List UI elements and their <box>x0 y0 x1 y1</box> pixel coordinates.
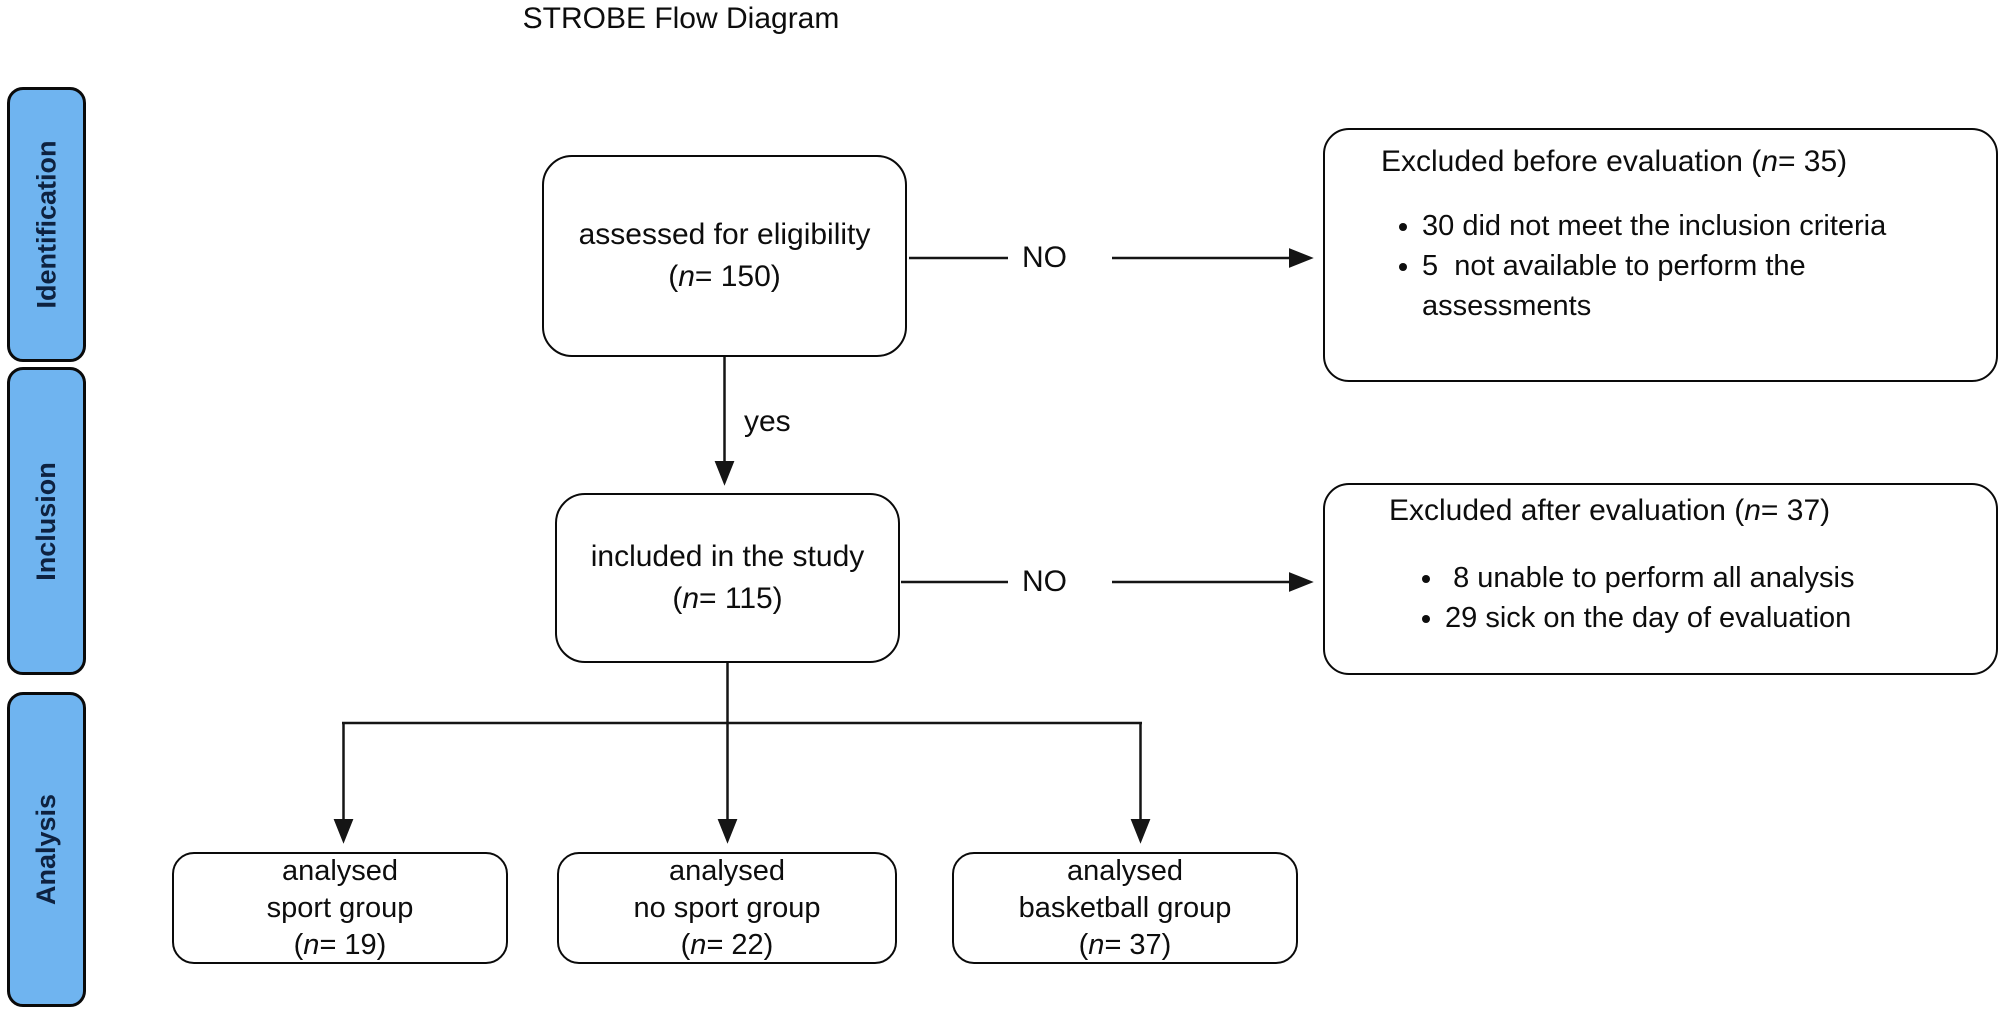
stage-identification-label: Identification <box>31 140 61 309</box>
assessed-n: (n= 150) <box>668 260 781 293</box>
bullet-item: 8 unable to perform all analysis <box>1445 558 1996 598</box>
stage-inclusion-label: Inclusion <box>31 461 62 581</box>
excluded-after-title: Excluded after evaluation (n= 37) <box>1389 494 1831 527</box>
yes-edge-label: yes <box>744 405 791 438</box>
page-title: STROBE Flow Diagram <box>522 2 840 35</box>
excluded-before-bullet-list: 30 did not meet the inclusion criteria 5… <box>1325 206 1996 326</box>
assessed-line1: assessed for eligibility <box>578 218 871 251</box>
sport-line1: analysed <box>281 854 399 887</box>
sport-line2: sport group <box>266 891 414 924</box>
stage-inclusion: Inclusion <box>7 367 86 675</box>
no-edge-label-mid: NO <box>1022 565 1067 598</box>
assessed-for-eligibility-box: assessed for eligibility (n= 150) <box>542 155 907 357</box>
bullet-item: 30 did not meet the inclusion criteria <box>1422 206 1982 246</box>
no-sport-line1: analysed <box>668 854 786 887</box>
included-n: (n= 115) <box>672 582 783 615</box>
stage-analysis: Analysis <box>7 692 86 1007</box>
bullet-item: 29 sick on the day of evaluation <box>1445 598 1996 638</box>
included-in-study-box: included in the study (n= 115) <box>555 493 900 663</box>
bullet-item: 5 not available to perform the assessmen… <box>1422 246 1982 326</box>
analysed-basketball-group-box: analysed basketball group (n= 37) <box>952 852 1298 964</box>
basketball-line1: analysed <box>1066 854 1184 887</box>
analysed-no-sport-group-box: analysed no sport group (n= 22) <box>557 852 897 964</box>
no-edge-label-top: NO <box>1022 241 1067 274</box>
basketball-line2: basketball group <box>1018 891 1232 924</box>
stage-analysis-label: Analysis <box>31 793 61 906</box>
basketball-n: (n= 37) <box>1078 928 1172 961</box>
no-sport-n: (n= 22) <box>680 928 774 961</box>
sport-n: (n= 19) <box>293 928 387 961</box>
excluded-before-title: Excluded before evaluation (n= 35) <box>1381 145 1848 178</box>
excluded-before-evaluation-box: Excluded before evaluation (n= 35) 30 di… <box>1323 128 1998 382</box>
stage-identification: Identification <box>7 87 86 362</box>
included-line1: included in the study <box>590 540 865 573</box>
excluded-after-bullet-list: 8 unable to perform all analysis 29 sick… <box>1325 558 1996 638</box>
analysed-sport-group-box: analysed sport group (n= 19) <box>172 852 508 964</box>
no-sport-line2: no sport group <box>633 891 821 924</box>
excluded-after-evaluation-box: Excluded after evaluation (n= 37) 8 unab… <box>1323 483 1998 675</box>
